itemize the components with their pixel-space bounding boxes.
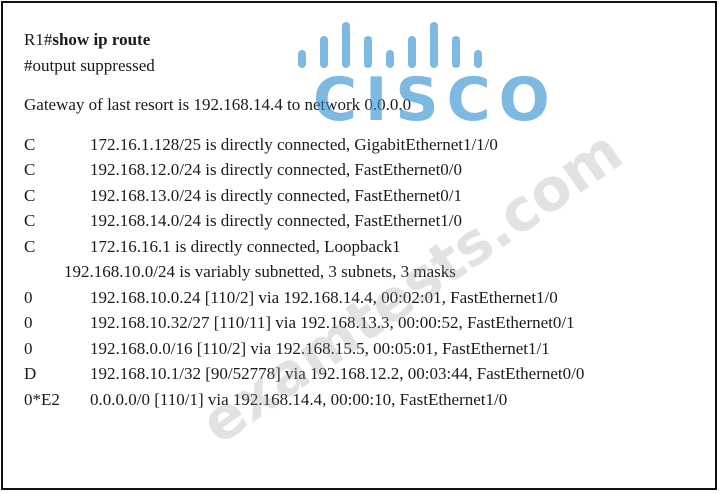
subnetted-header: 192.168.10.0/24 is variably subnetted, 3… (64, 262, 456, 281)
route-code: 0 (24, 313, 33, 332)
route-text: 192.168.10.1/32 [90/52778] via 192.168.1… (90, 364, 585, 383)
route-text: 192.168.10.0.24 [110/2] via 192.168.14.4… (90, 287, 558, 307)
route-code: C (24, 134, 36, 154)
cli-prompt: R1# (24, 30, 53, 49)
route-code: C (24, 160, 36, 179)
route-code: C (24, 185, 36, 205)
suppressed-note: #output suppressed (24, 55, 155, 75)
route-code: D (24, 364, 37, 383)
route-row: C 172.16.16.1 is directly connected, Loo… (24, 234, 704, 260)
route-code: 0 (24, 338, 33, 358)
route-text: 192.168.0.0/16 [110/2] via 192.168.15.5,… (90, 338, 550, 358)
route-text: 192.168.14.0/24 is directly connected, F… (90, 211, 463, 230)
route-code: C (24, 211, 36, 230)
route-row: C 192.168.12.0/24 is directly connected,… (24, 157, 704, 183)
cisco-wordmark: CISCO (313, 65, 558, 135)
gateway-line: Gateway of last resort is 192.168.14.4 t… (24, 95, 412, 114)
route-row: 0*E2 0.0.0.0/0 [110/1] via 192.168.14.4,… (24, 387, 704, 413)
route-code: C (24, 236, 36, 256)
route-text: 192.168.12.0/24 is directly connected, F… (90, 160, 463, 179)
route-row: C 192.168.14.0/24 is directly connected,… (24, 208, 704, 234)
route-row: C 172.16.1.128/25 is directly connected,… (24, 132, 704, 158)
command-line: R1#show ip route (24, 27, 704, 53)
cisco-logo-watermark: CISCO (288, 8, 550, 138)
route-row: 0 192.168.0.0/16 [110/2] via 192.168.15.… (24, 336, 704, 362)
route-table-output: R1#show ip route #output suppressed Gate… (24, 27, 704, 412)
route-row: C 192.168.13.0/24 is directly connected,… (24, 183, 704, 209)
route-text: 172.16.1.128/25 is directly connected, G… (90, 134, 498, 154)
cisco-bars-icon (288, 8, 488, 68)
route-text: 0.0.0.0/0 [110/1] via 192.168.14.4, 00:0… (90, 389, 508, 409)
route-text: 192.168.13.0/24 is directly connected, F… (90, 185, 463, 205)
route-code: 0 (24, 287, 33, 307)
route-row: 0 192.168.10.32/27 [110/11] via 192.168.… (24, 310, 704, 336)
route-row: D 192.168.10.1/32 [90/52778] via 192.168… (24, 361, 704, 387)
route-code: 0*E2 (24, 389, 60, 409)
route-text: 172.16.16.1 is directly connected, Loopb… (90, 236, 401, 256)
route-row: 0 192.168.10.0.24 [110/2] via 192.168.14… (24, 285, 704, 311)
command-text: show ip route (52, 30, 151, 49)
route-text: 192.168.10.32/27 [110/11] via 192.168.13… (90, 313, 575, 332)
